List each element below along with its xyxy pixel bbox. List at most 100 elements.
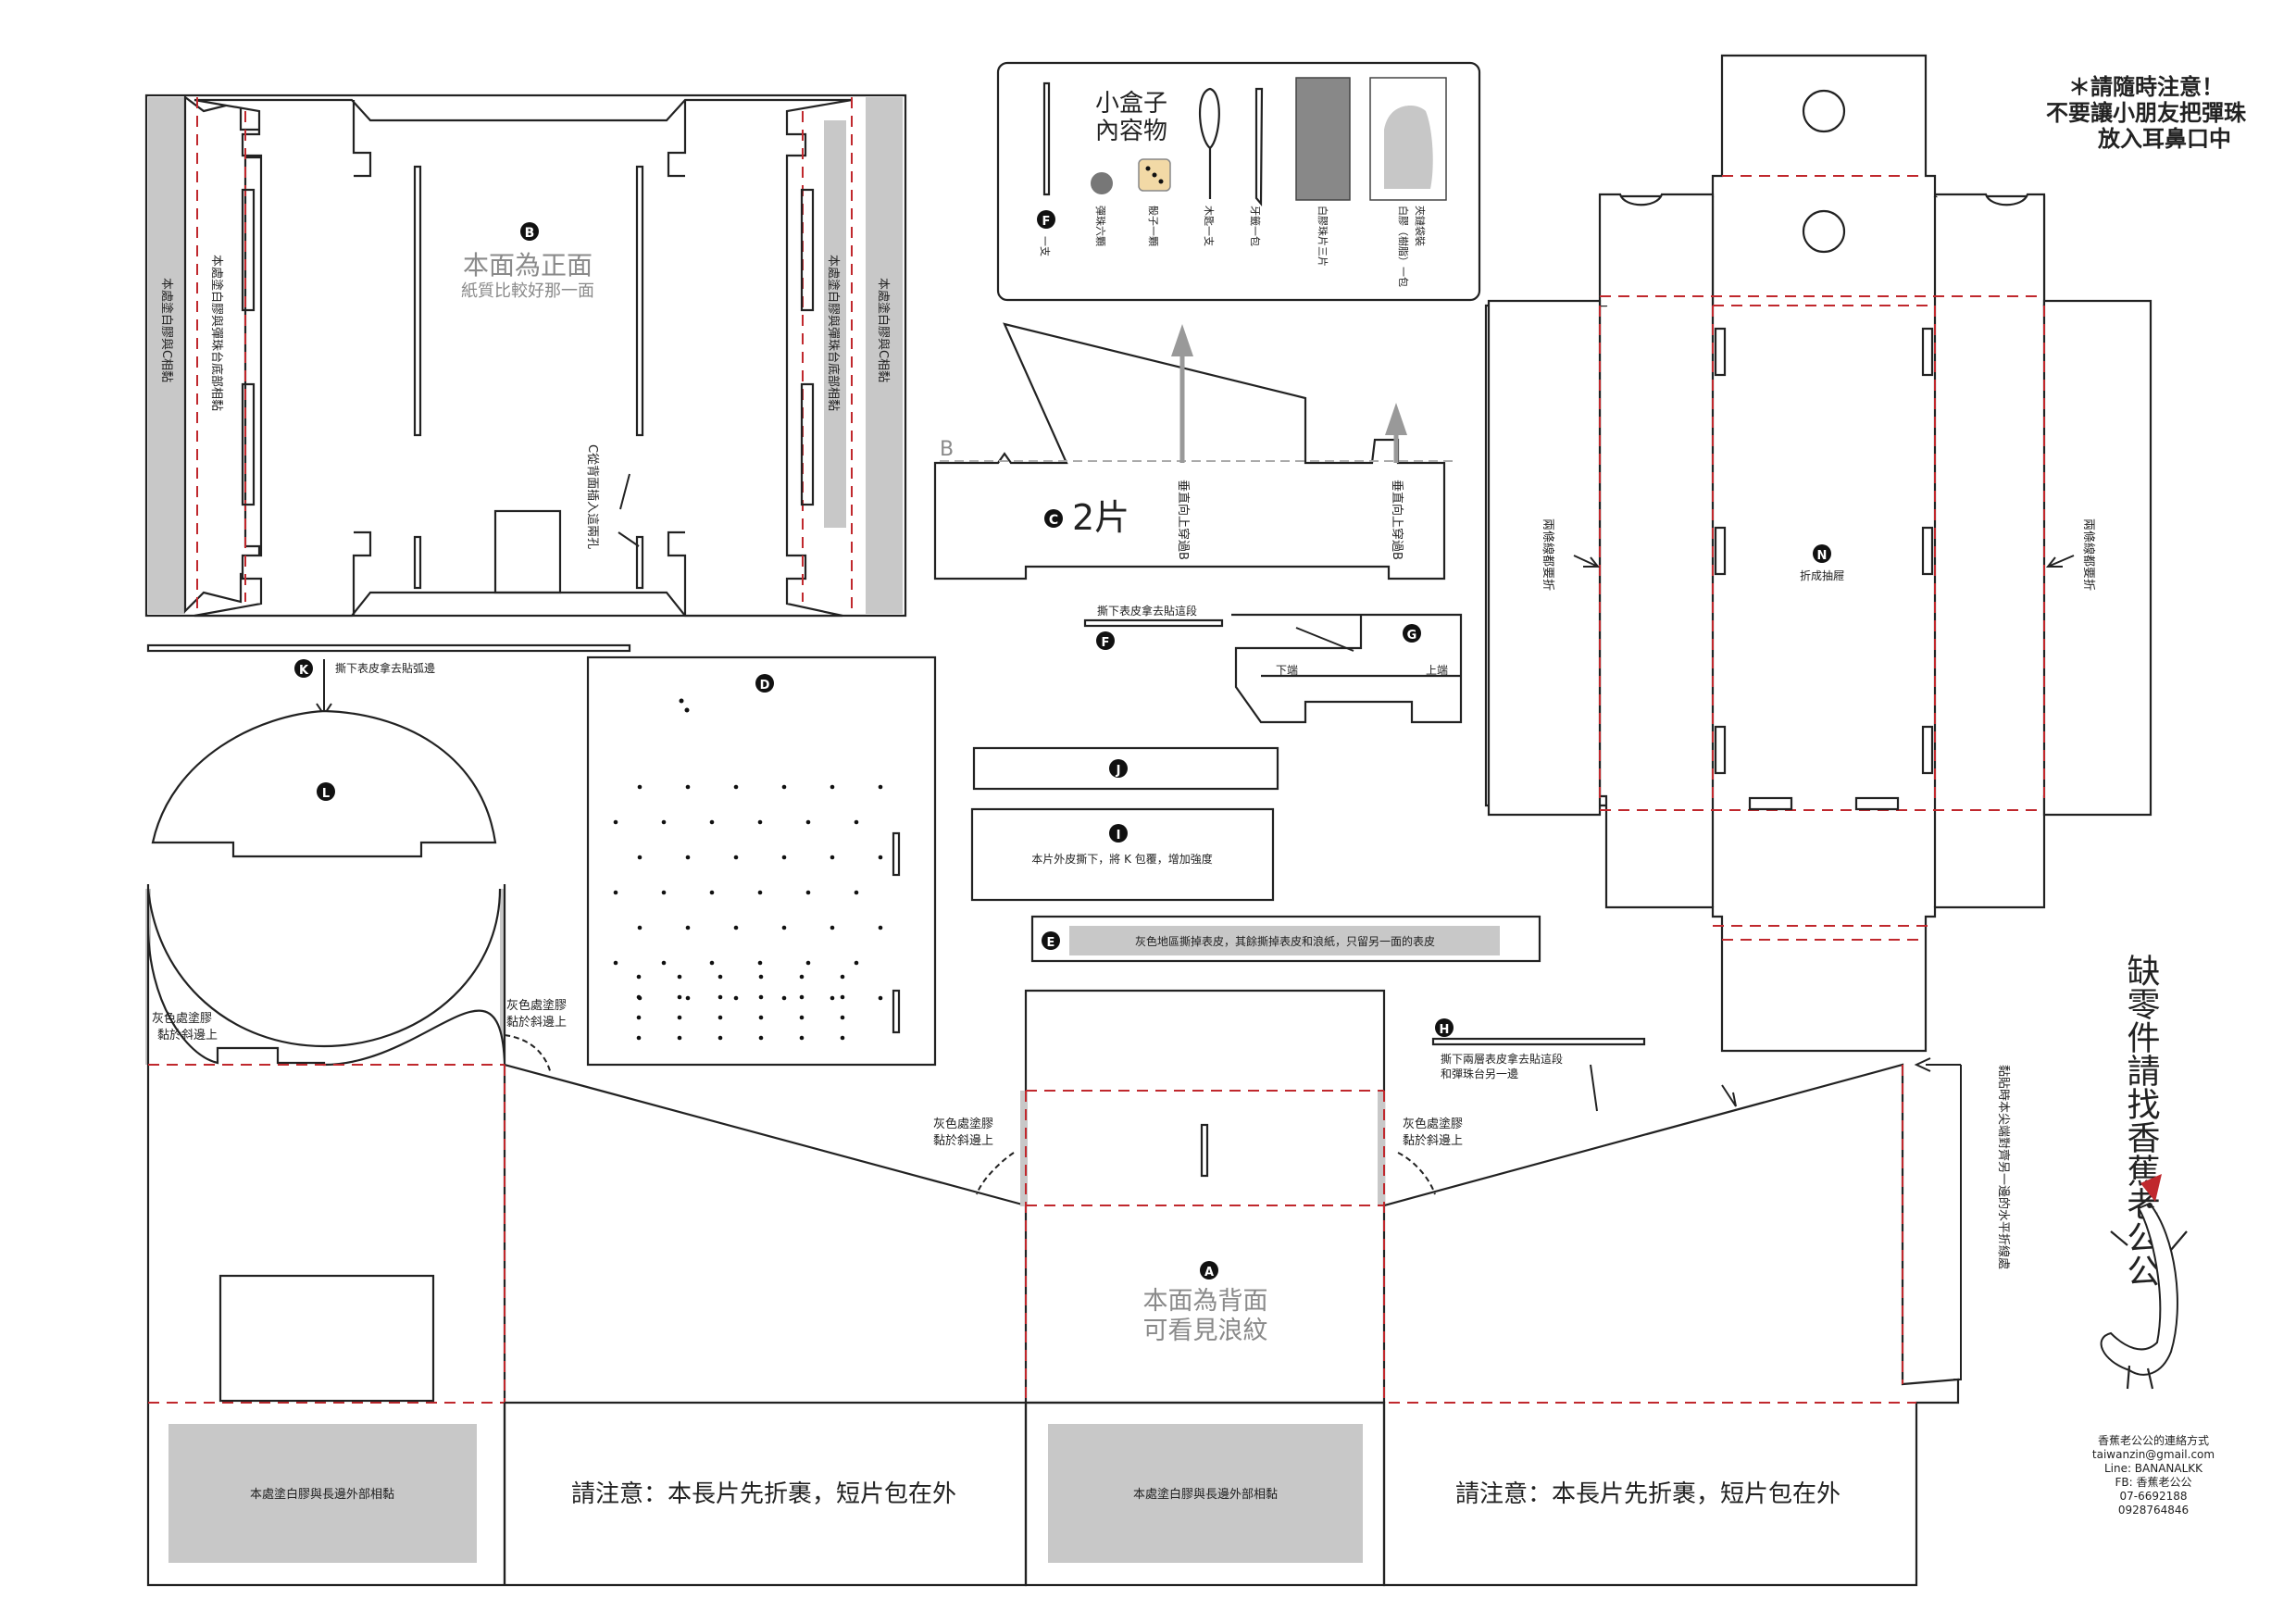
- label-f: F: [1102, 636, 1110, 650]
- gray-glue-2-2: 黏於斜邊上: [933, 1133, 993, 1148]
- e-note: 灰色地區撕掉表皮，其餘撕掉表皮和浪紙，只留另一面的表皮: [1135, 934, 1435, 948]
- box-item-5: 牙籤一包: [1249, 206, 1262, 246]
- peg-dot: [613, 890, 618, 895]
- peg-dot: [854, 819, 859, 825]
- peg-dot: [636, 1035, 642, 1041]
- box-contents: 小盒子 內容物 F 一支 彈珠六顆 骰子一顆 木匙一支 牙籤一包 白膠珠片三片 …: [996, 61, 1481, 302]
- b-front-text: 本面為正面: [463, 250, 593, 281]
- b-insert-note: C從背面插入這兩孔: [585, 444, 600, 549]
- b-glue-base-left: 本處塗白膠與彈珠台底部相黏: [209, 255, 224, 411]
- contact-title: 香蕉老公公的連絡方式: [2098, 1433, 2209, 1447]
- peg-dot: [758, 994, 764, 1000]
- peg-dot: [613, 960, 618, 966]
- box-title-1: 小盒子: [1095, 90, 1167, 118]
- peg-dot: [637, 925, 643, 930]
- peg-dot: [854, 960, 859, 966]
- peg-dot: [637, 855, 643, 860]
- warning-line-3: 放入耳鼻口中: [2097, 126, 2231, 152]
- peg-dot: [830, 784, 835, 790]
- a-glue-middle: 本處塗白膠與長邊外部相黏: [1133, 1487, 1278, 1502]
- a-fold-note-left: 請注意：本長片先折裹，短片包在外: [571, 1480, 956, 1508]
- gray-glue-1-1: 灰色處塗膠: [506, 998, 567, 1013]
- label-i: I: [1117, 829, 1121, 843]
- gray-glue-3-1: 灰色處塗膠: [1403, 1117, 1463, 1131]
- peg-dot: [781, 784, 787, 790]
- peg-dot: [661, 890, 667, 895]
- c-through-note-right: 垂直向上穿過B: [1390, 480, 1404, 560]
- label-n: N: [1817, 549, 1828, 563]
- label-j: J: [1116, 764, 1121, 778]
- peg-dot: [685, 995, 691, 1001]
- peg-dot: [757, 960, 763, 966]
- peg-dot: [830, 925, 835, 930]
- b-front-subtext: 紙質比較好那一面: [461, 281, 594, 301]
- peg-dot: [840, 994, 845, 1000]
- peg-dot: [781, 925, 787, 930]
- b-glue-c-right: 本處塗白膠與C相黏: [876, 278, 891, 382]
- peg-dot: [636, 974, 642, 980]
- peg-dot: [799, 1015, 805, 1020]
- peg-dot: [677, 994, 682, 1000]
- glue-sheet-icon: [1295, 77, 1351, 201]
- f-note: 撕下表皮拿去貼這段: [1097, 604, 1197, 618]
- peg-dot: [757, 890, 763, 895]
- label-h: H: [1440, 1023, 1450, 1037]
- contact-line: Line: BANANALKK: [2104, 1462, 2203, 1475]
- box-item-7: 白膠（樹脂）一包: [1397, 206, 1410, 287]
- peg-dot: [878, 855, 883, 860]
- peg-dot: [830, 995, 835, 1001]
- peg-dot: [636, 1015, 642, 1020]
- peg-dot: [878, 784, 883, 790]
- gray-glue-1-2: 黏於斜邊上: [506, 1015, 567, 1030]
- peg-dot: [718, 994, 723, 1000]
- part-f-g: 撕下表皮拿去貼這段 F G 下端 上端: [1083, 604, 1463, 724]
- peg-dot: [799, 974, 805, 980]
- peg-dot: [733, 784, 739, 790]
- label-a: A: [1204, 1266, 1214, 1280]
- label-b: B: [525, 226, 535, 241]
- peg-dot: [677, 1015, 682, 1020]
- g-bottom: 下端: [1276, 664, 1298, 677]
- label-l: L: [322, 787, 330, 801]
- contact-phone-2: 0928764846: [2118, 1504, 2189, 1517]
- a-tip-note: 黏貼時本尖端對齊另一邊的水平折線處: [1996, 1065, 2011, 1269]
- gray-glue-2-1: 灰色處塗膠: [933, 1117, 993, 1131]
- peg-dot: [613, 819, 618, 825]
- d-peg-grid: [613, 784, 883, 1041]
- peg-dot: [805, 960, 811, 966]
- part-d: D: [586, 655, 937, 1067]
- peg-dot: [718, 974, 723, 980]
- peg-dot: [878, 925, 883, 930]
- peg-dot: [709, 960, 715, 966]
- peg-dot: [805, 890, 811, 895]
- n-fold-note: 折成抽屜: [1800, 568, 1844, 582]
- gray-glue-left-2: 黏於斜邊上: [157, 1028, 218, 1042]
- contact-fb: FB: 香蕉老公公: [2115, 1476, 2192, 1489]
- a-glue-left: 本處塗白膠與長邊外部相黏: [250, 1487, 394, 1502]
- wooden-spoon-icon: [1199, 87, 1220, 199]
- peg-dot: [830, 855, 835, 860]
- peg-dot: [799, 1035, 805, 1041]
- banana-mascot-icon: [2100, 1174, 2188, 1390]
- c-b-marker: B: [940, 438, 954, 461]
- parts-j-i-e-h: J I 本片外皮撕下，將 K 包覆，增加強度 E 灰色地區撕掉表皮，其餘撕掉表皮…: [970, 746, 1737, 1112]
- i-note: 本片外皮撕下，將 K 包覆，增加強度: [1031, 852, 1213, 866]
- peg-dot: [758, 1035, 764, 1041]
- peg-dot: [709, 819, 715, 825]
- box-item-8: 夾鏈袋裝: [1414, 206, 1427, 246]
- notices: ＊請隨時注意！ 不要讓小朋友把彈珠 放入耳鼻口中 缺零件請找香蕉老公公 香蕉老公…: [2046, 74, 2247, 1517]
- peg-dot: [661, 960, 667, 966]
- box-title-2: 內容物: [1095, 118, 1167, 145]
- label-f-box: F: [1042, 215, 1051, 229]
- box-item-1: 一支: [1039, 236, 1051, 256]
- peg-dot: [636, 994, 642, 1000]
- a-back-text-1: 本面為背面: [1143, 1287, 1268, 1316]
- label-c: C: [1049, 513, 1058, 528]
- n-both-left: 兩條線都要折: [1541, 518, 1555, 591]
- a-back-text-2: 可看見浪紋: [1143, 1317, 1268, 1345]
- peg-dot: [840, 974, 845, 980]
- g-top: 上端: [1426, 664, 1448, 677]
- label-e: E: [1047, 936, 1055, 950]
- h-note-1: 撕下兩層表皮拿去貼這段: [1441, 1052, 1563, 1066]
- peg-dot: [733, 855, 739, 860]
